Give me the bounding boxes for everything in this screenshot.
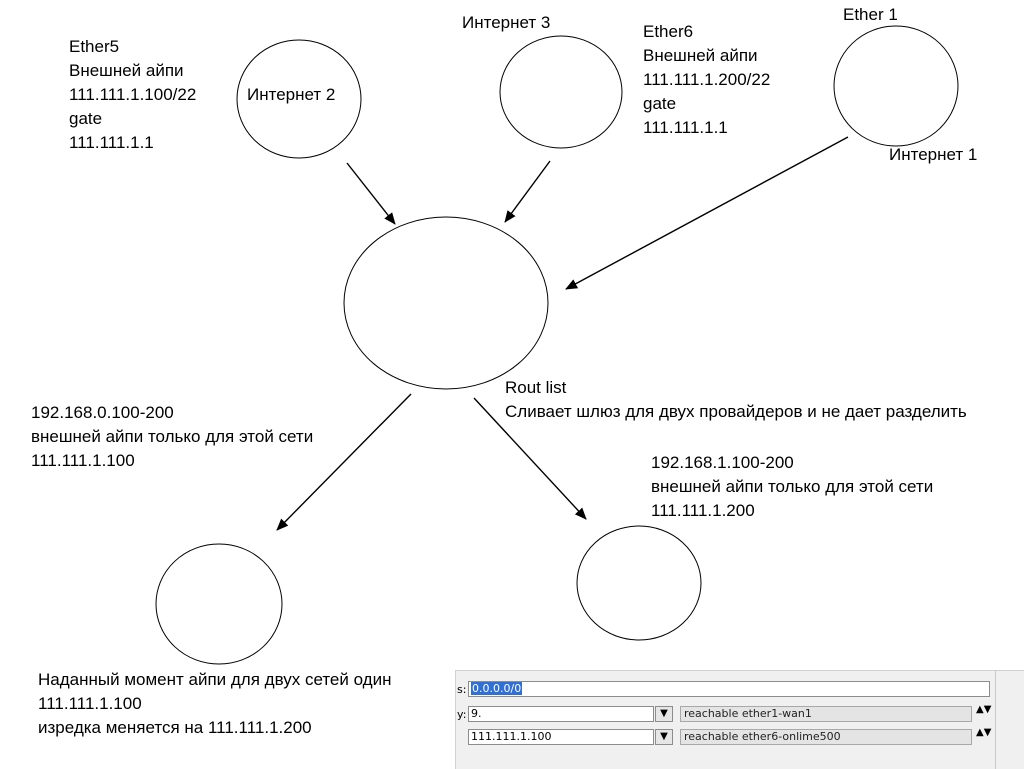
gateway-1-spin-icon[interactable]: ▲▼ (976, 704, 992, 715)
lan0-info: 192.168.0.100-200 внешней айпи только дл… (31, 401, 313, 473)
dst-address-label: s: (457, 683, 467, 696)
ether1-label: Ether 1 (843, 5, 898, 24)
lan1-line: 192.168.1.100-200 (651, 453, 794, 472)
arrow-router-to-lan0 (276, 393, 412, 531)
ether5-line: 111.111.1.1 (69, 133, 154, 152)
lan0-line: 192.168.0.100-200 (31, 403, 174, 422)
internet2-node (236, 39, 362, 159)
internet3-label: Интернет 3 (462, 13, 551, 32)
ether6-line: 111.111.1.1 (643, 118, 728, 137)
lan1-info: 192.168.1.100-200 внешней айпи только дл… (651, 451, 933, 523)
ether5-line: Ether5 (69, 37, 120, 56)
ether5-line: Внешней айпи (69, 61, 184, 80)
ether6-line: Внешней айпи (643, 46, 758, 65)
internet3-node (499, 35, 623, 149)
dst-address-value: 0.0.0.0/0 (471, 682, 523, 695)
ether5-info: Ether5 Внешней айпи 111.111.1.100/22 gat… (69, 35, 196, 155)
gateway-2-spin-icon[interactable]: ▲▼ (976, 727, 992, 738)
bottom-note-line: изредка меняется на 111.111.1.200 (38, 718, 312, 737)
gateway-1-dropdown-button[interactable]: ▼ (655, 706, 673, 722)
lan0-line: внешней айпи только для этой сети (31, 427, 314, 446)
gateway-input-1[interactable]: 9. (468, 706, 654, 722)
internet2-label: Интернет 2 (247, 85, 336, 104)
ether5-line: gate (69, 109, 103, 128)
gateway-label: y: (457, 708, 467, 721)
ether5-line: 111.111.1.100/22 (69, 85, 197, 104)
lan0-node (155, 543, 283, 665)
dst-address-input[interactable]: 0.0.0.0/0 (468, 681, 990, 697)
ether6-line: 111.111.1.200/22 (643, 70, 771, 89)
internet1-node (833, 25, 959, 147)
router-note-line: Сливает шлюз для двух провайдеров и не д… (505, 402, 967, 421)
gateway-1-status: reachable ether1-wan1 (680, 706, 972, 722)
lan1-node (576, 525, 702, 641)
lan1-line: 111.111.1.200 (651, 501, 755, 520)
gateway-input-2[interactable]: 111.111.1.100 (468, 729, 654, 745)
arrow-internet2-to-router (346, 162, 396, 225)
internet1-label: Интернет 1 (889, 145, 978, 164)
bottom-note-line: 111.111.1.100 (38, 694, 142, 713)
arrow-internet3-to-router (504, 160, 551, 223)
bottom-note: Наданный момент айпи для двух сетей один… (38, 668, 392, 740)
ether6-info: Ether6 Внешней айпи 111.111.1.200/22 gat… (643, 20, 770, 140)
gateway-2-status: reachable ether6-onlime500 (680, 729, 972, 745)
bottom-note-line: Наданный момент айпи для двух сетей один (38, 670, 392, 689)
ether6-line: Ether6 (643, 22, 694, 41)
lan1-line: внешней айпи только для этой сети (651, 477, 934, 496)
ether6-line: gate (643, 94, 677, 113)
arrow-internet1-to-router (565, 136, 849, 290)
router-note-line: Rout list (505, 378, 567, 397)
gateway-2-dropdown-button[interactable]: ▼ (655, 729, 673, 745)
router-node (343, 216, 549, 390)
route-settings-panel: s: 0.0.0.0/0 y: 9. ▼ reachable ether1-wa… (455, 670, 1024, 769)
router-note: Rout list Сливает шлюз для двух провайде… (505, 376, 967, 424)
panel-divider (995, 671, 996, 769)
arrow-router-to-lan1 (473, 397, 587, 520)
lan0-line: 111.111.1.100 (31, 451, 135, 470)
